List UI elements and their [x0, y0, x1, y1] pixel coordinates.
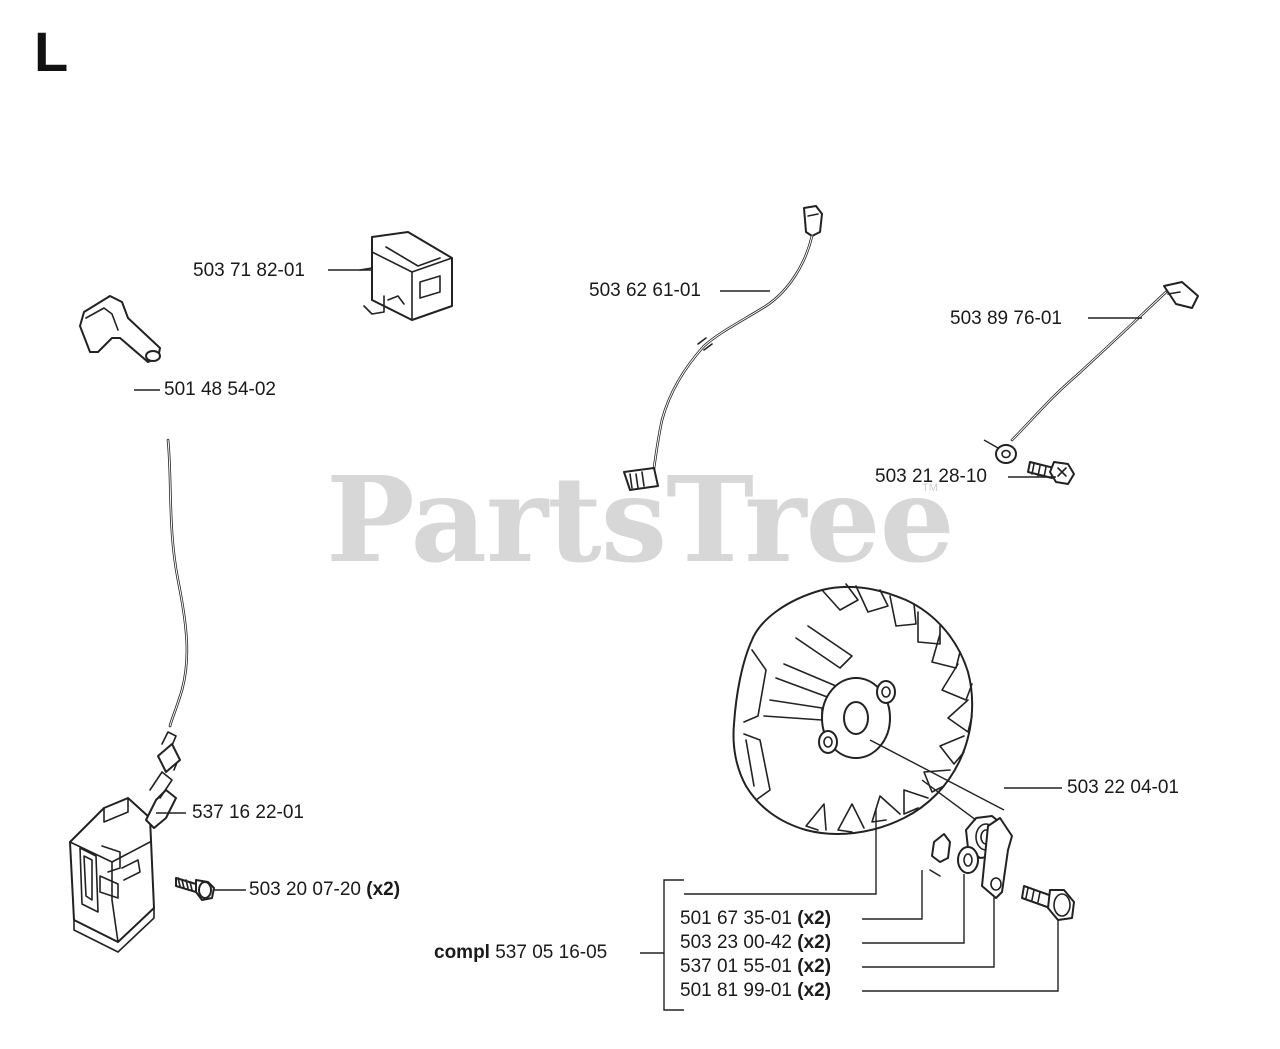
label-module-screw-number: 503 20 07-20 [249, 879, 361, 900]
kit-item-qty: (x2) [797, 932, 832, 953]
spark-cap-part[interactable] [79, 295, 161, 363]
watermark-trademark: TM [922, 482, 938, 494]
label-kit-item[interactable]: 501 67 35-01 (x2) [680, 908, 831, 930]
kit-item-number: 501 81 99-01 [680, 980, 792, 1001]
washer-part[interactable] [957, 846, 979, 874]
label-kit-number: 537 05 16-05 [495, 942, 608, 963]
axis-line-nut [869, 739, 1005, 811]
label-kit-item[interactable]: 501 81 99-01 (x2) [680, 980, 831, 1002]
kit-item-number: 503 23 00-42 [680, 932, 792, 953]
leader-key [862, 870, 923, 920]
key-part[interactable] [929, 833, 951, 877]
ground-wire-part[interactable] [995, 281, 1199, 464]
kit-bracket [663, 879, 684, 1011]
leader-pawl [862, 896, 995, 968]
label-flywheel-nut[interactable]: 503 22 04-01 [1067, 777, 1179, 798]
module-screw-part[interactable] [175, 877, 215, 901]
pawl-screw-part[interactable] [1021, 885, 1075, 921]
ground-screw-part[interactable] [1027, 461, 1075, 485]
label-kit-prefix: compl [434, 942, 490, 963]
label-spark-cap[interactable]: 501 48 54-02 [164, 379, 276, 400]
kit-item-qty: (x2) [797, 980, 832, 1001]
tick-ground-ring [983, 439, 999, 449]
pawl-part[interactable] [981, 817, 1013, 899]
label-switch[interactable]: 503 71 82-01 [193, 260, 305, 281]
kit-item-number: 501 67 35-01 [680, 908, 792, 929]
label-flywheel-kit[interactable]: compl 537 05 16-05 [434, 942, 607, 964]
label-ground-wire[interactable]: 503 89 76-01 [950, 308, 1062, 329]
ignition-module-part[interactable] [69, 731, 181, 953]
label-module-screw-qty: (x2) [366, 879, 401, 900]
label-module-screw[interactable]: 503 20 07-20 (x2) [249, 879, 400, 901]
label-ignition-module[interactable]: 537 16 22-01 [192, 802, 304, 823]
axis-line-parts [921, 779, 977, 821]
flywheel-part[interactable] [732, 583, 974, 835]
label-kit-item[interactable]: 537 01 55-01 (x2) [680, 956, 831, 978]
short-wire-part[interactable] [623, 205, 823, 491]
label-ground-screw[interactable]: 503 21 28-10 [875, 466, 987, 487]
leader-flywheel [684, 808, 877, 895]
switch-part[interactable] [359, 231, 453, 321]
label-short-wire[interactable]: 503 62 61-01 [589, 280, 701, 301]
kit-item-qty: (x2) [797, 956, 832, 977]
section-letter: L [34, 20, 69, 83]
leader-washer [862, 874, 965, 944]
label-kit-item[interactable]: 503 23 00-42 (x2) [680, 932, 831, 954]
kit-item-qty: (x2) [797, 908, 832, 929]
kit-item-number: 537 01 55-01 [680, 956, 792, 977]
leader-pawl-screw [862, 920, 1059, 992]
